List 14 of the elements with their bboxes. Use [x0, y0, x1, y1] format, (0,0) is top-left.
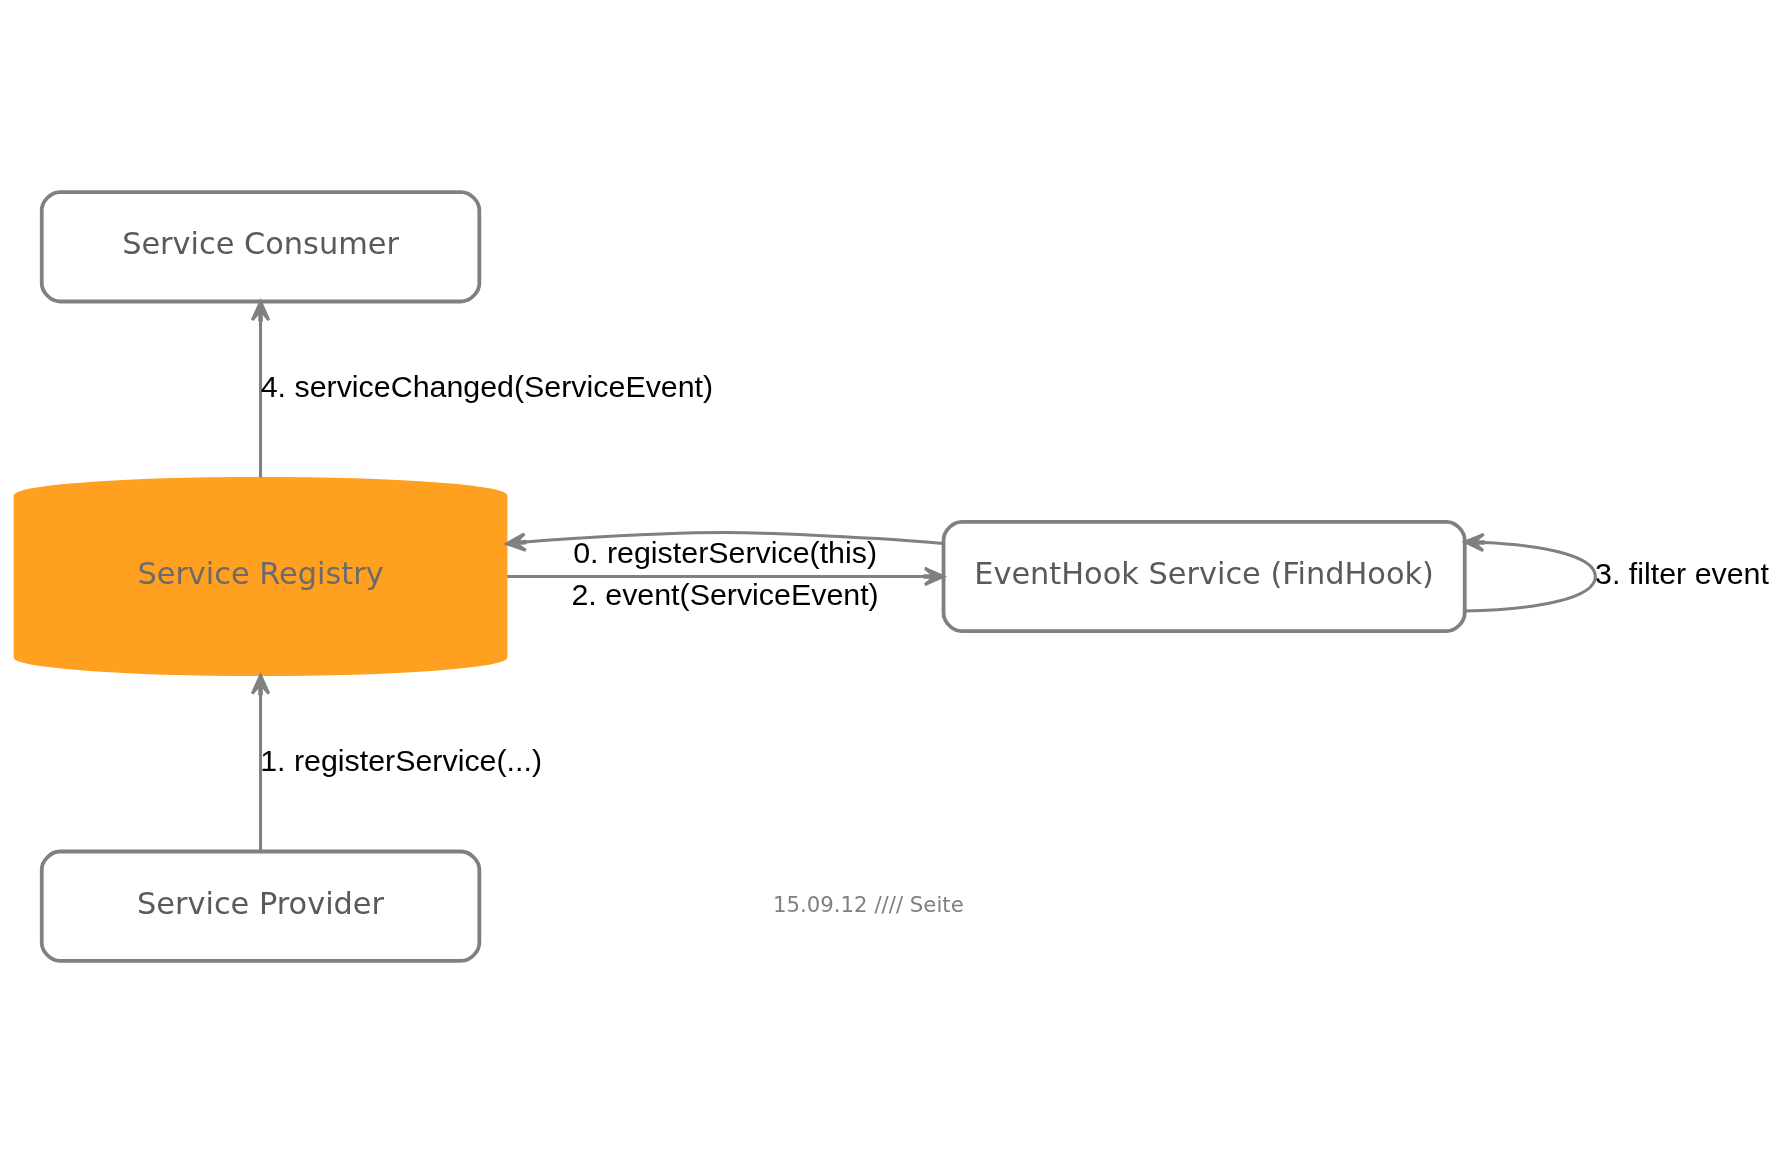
edge-label: 4. serviceChanged(ServiceEvent): [260, 368, 714, 403]
node-box: Service Consumer: [39, 189, 482, 303]
arrow: [250, 299, 271, 477]
arrow: [505, 530, 944, 552]
arrow: [507, 566, 945, 586]
edge-label: 1. registerService(...): [260, 742, 543, 777]
label: 15.09.12 //// Seite: [772, 891, 964, 917]
node-box: EventHook Service (FindHook): [941, 519, 1467, 633]
node-box: Service Provider: [39, 849, 482, 963]
arrow: [1463, 532, 1597, 613]
edge-label: 2. event(ServiceEvent): [571, 576, 879, 611]
edge-label: 3. filter event: [1595, 555, 1769, 590]
arrow: [250, 673, 271, 851]
edge-label: 0. registerService(this): [573, 534, 878, 569]
